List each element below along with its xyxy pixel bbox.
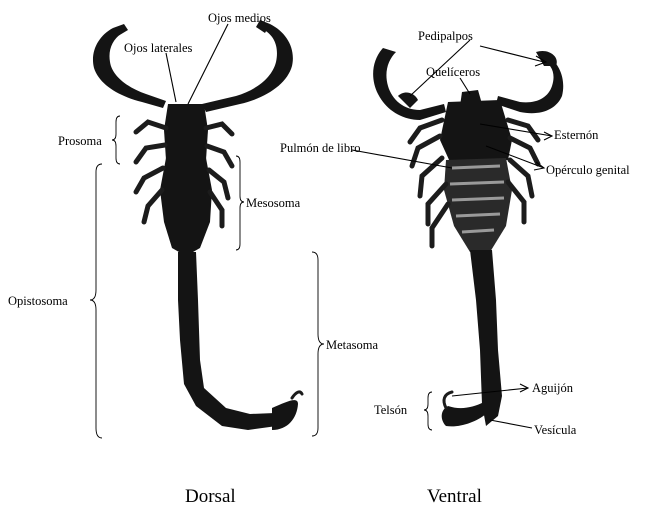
dorsal-metasoma	[178, 252, 277, 430]
dorsal-prosoma	[164, 104, 208, 160]
label-mesosoma: Mesosoma	[246, 196, 301, 210]
label-esternon: Esternón	[554, 128, 599, 142]
dorsal-right-pedipalp	[202, 24, 293, 112]
label-vesicula: Vesícula	[534, 423, 577, 437]
label-opistosoma: Opistosoma	[8, 294, 68, 308]
label-prosoma: Prosoma	[58, 134, 102, 148]
dorsal-mesosoma	[160, 158, 212, 256]
ventral-annotations: Pedipalpos Quelíceros Pulmón de libro Es…	[280, 29, 630, 437]
ventral-telson	[442, 402, 486, 426]
label-ojos-laterales: Ojos laterales	[124, 41, 193, 55]
ventral-prosoma	[440, 100, 512, 162]
ventral-left-pedipalp	[373, 48, 446, 120]
label-metasoma: Metasoma	[326, 338, 379, 352]
caption-dorsal: Dorsal	[185, 486, 236, 505]
label-pulmon-de-libro: Pulmón de libro	[280, 141, 361, 155]
ventral-scorpion	[373, 48, 563, 426]
label-operculo-genital: Opérculo genital	[546, 163, 630, 177]
label-pedipalpos: Pedipalpos	[418, 29, 473, 43]
dorsal-scorpion	[93, 20, 302, 430]
dorsal-telson	[272, 400, 298, 430]
label-ojos-medios: Ojos medios	[208, 11, 271, 25]
caption-ventral: Ventral	[427, 486, 482, 505]
label-queliceros: Quelíceros	[426, 65, 480, 79]
label-aguijon: Aguijón	[532, 381, 574, 395]
ventral-metasoma	[470, 250, 502, 426]
dorsal-left-pedipalp	[93, 28, 166, 108]
label-telson: Telsón	[374, 403, 408, 417]
